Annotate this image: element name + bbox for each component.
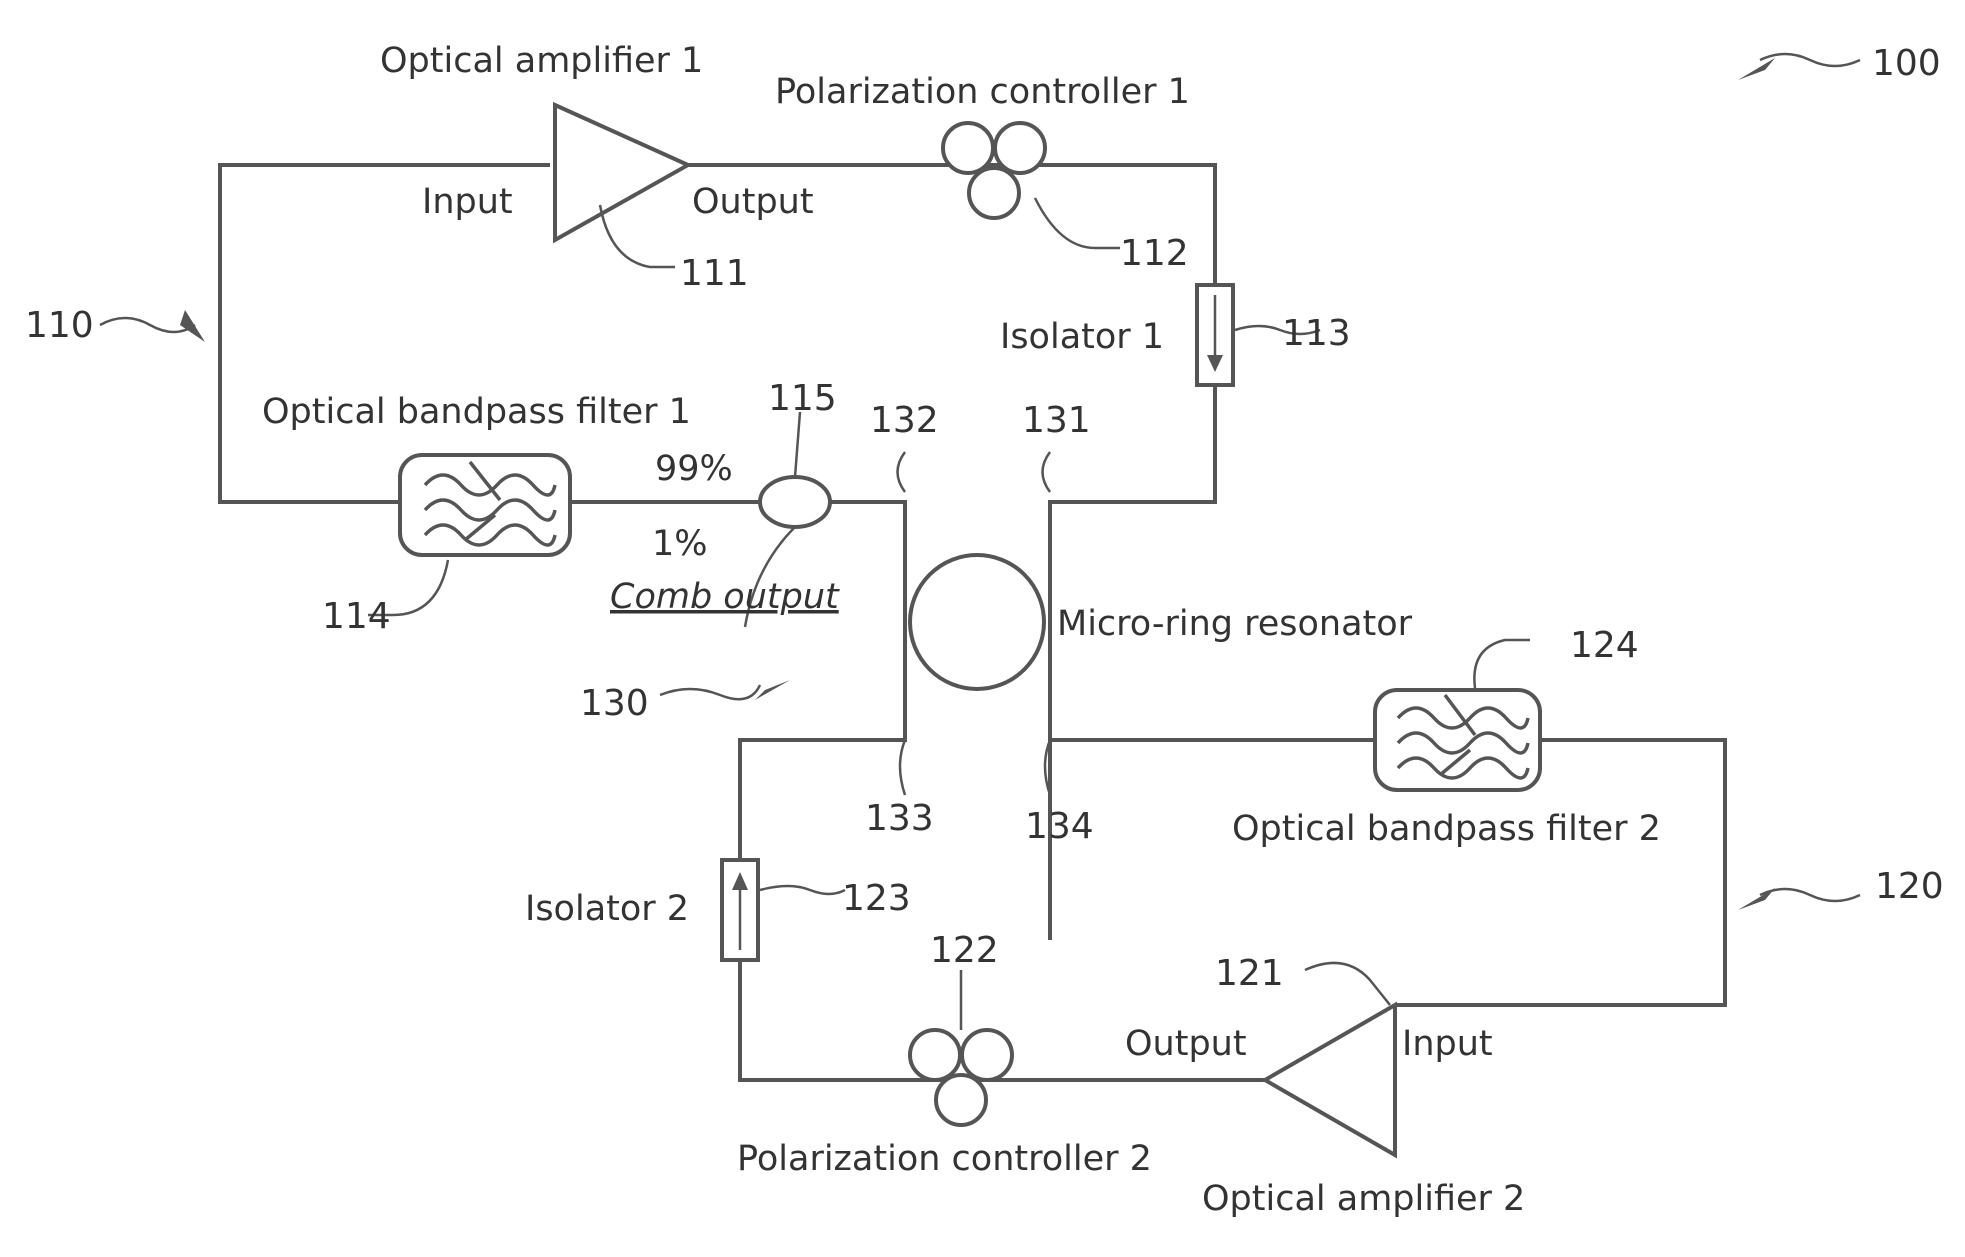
polarization-controller-1-icon — [943, 123, 1045, 218]
micro-ring-resonator-icon — [910, 555, 1044, 689]
ref-100: 100 — [1872, 43, 1941, 84]
optical-amplifier-1-label: Optical amplifier 1 — [380, 41, 703, 81]
ref-122: 122 — [930, 930, 999, 971]
ref-134: 134 — [1025, 806, 1094, 847]
coupler-icon — [760, 477, 830, 527]
polarization-controller-2-icon — [910, 1030, 1012, 1125]
ref-114: 114 — [322, 596, 391, 637]
polarization-controller-1-label: Polarization controller 1 — [775, 72, 1190, 112]
ref-120: 120 — [1875, 866, 1944, 907]
coupler-tap-ratio: 1% — [652, 524, 708, 564]
ref-130: 130 — [580, 683, 649, 724]
amplifier-1-input-label: Input — [422, 182, 513, 222]
isolator-1-label: Isolator 1 — [1000, 317, 1164, 357]
optical-bandpass-filter-2-label: Optical bandpass filter 2 — [1232, 809, 1661, 849]
ref-110: 110 — [25, 305, 94, 346]
coupler-through-ratio: 99% — [655, 449, 733, 489]
ref-115: 115 — [768, 378, 837, 419]
ref-111: 111 — [680, 253, 749, 294]
ref-112: 112 — [1120, 233, 1189, 274]
amplifier-2-input-label: Input — [1402, 1024, 1493, 1064]
optical-bandpass-filter-2-icon — [1375, 690, 1540, 790]
isolator-2-label: Isolator 2 — [525, 889, 689, 929]
isolator-2-icon — [722, 860, 758, 960]
optical-bandpass-filter-1-icon — [400, 455, 570, 555]
comb-output-label: Comb output — [610, 577, 840, 617]
ref-121: 121 — [1215, 953, 1284, 994]
isolator-1-icon — [1197, 285, 1233, 385]
ref-131: 131 — [1022, 400, 1091, 441]
optical-amplifier-2-label: Optical amplifier 2 — [1202, 1179, 1525, 1219]
micro-ring-resonator-label: Micro-ring resonator — [1057, 604, 1413, 644]
optical-amplifier-2-icon — [1265, 1005, 1395, 1155]
optical-amplifier-1-icon — [555, 105, 688, 240]
ref-113: 113 — [1282, 313, 1351, 354]
ref-124: 124 — [1570, 625, 1639, 666]
ref-132: 132 — [870, 400, 939, 441]
ref-123: 123 — [842, 878, 911, 919]
amplifier-1-output-label: Output — [692, 182, 814, 222]
amplifier-2-output-label: Output — [1125, 1024, 1247, 1064]
optical-bandpass-filter-1-label: Optical bandpass filter 1 — [262, 392, 691, 432]
polarization-controller-2-label: Polarization controller 2 — [737, 1139, 1152, 1179]
ref-133: 133 — [865, 798, 934, 839]
